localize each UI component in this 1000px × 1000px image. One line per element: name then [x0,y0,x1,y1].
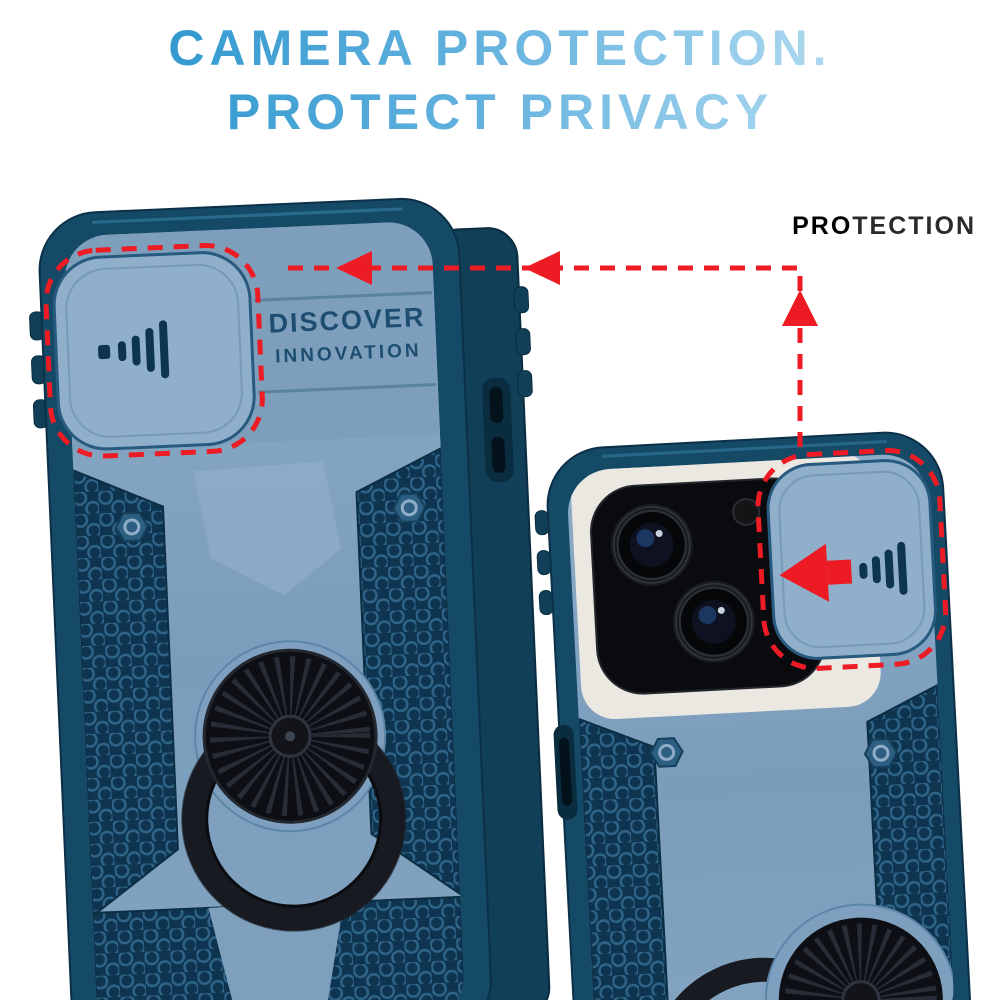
slide-camera-cover [766,459,938,660]
camera-lens-bottom [672,580,755,663]
hub-sunburst [784,923,937,1000]
hex-screw [863,737,899,769]
right-case [534,431,972,1000]
camera-highlight-right [755,448,949,671]
center-emboss [193,461,341,596]
page-title: CAMERA PROTECTION. PROTECT PRIVACY [0,16,1000,144]
plate-groove [257,383,436,394]
top-rim-highlight [92,207,403,224]
bottom-emboss [208,899,345,1000]
title-line-2: PROTECT PRIVACY [0,80,1000,144]
grip-notches-left [534,510,554,616]
honeycomb-panel-left [577,717,672,1000]
slide-camera-cover [52,251,256,451]
protection-label: PROTECTION [792,212,976,241]
camera-button-slot [489,386,504,423]
brand-line-1: DISCOVER [268,302,426,339]
left-case: DISCOVER INNOVATION [29,197,551,1000]
arrow-left-icon [779,543,853,602]
ring [647,957,882,1000]
arrowhead-up-icon [782,290,818,326]
side-button [558,737,573,806]
plate-groove [253,291,432,302]
arrowhead-left-icon [524,251,560,285]
hex-screw [649,737,684,768]
hex-screw [114,511,149,543]
hub-sunburst [210,656,371,817]
protection-label-strong: PRO [792,212,853,240]
camera-lens-top [610,503,693,586]
honeycomb-panel-left [72,468,179,919]
title-line-1: CAMERA PROTECTION. [0,16,1000,80]
camera-flash [732,497,761,526]
red-dashed-connector [288,251,818,452]
phone-camera-module [590,477,826,695]
volume-bars-icon [97,320,170,379]
arrowhead-left-icon [336,251,372,285]
grip-notches-right [513,286,533,398]
volume-bars-icon [859,541,908,595]
camera-highlight-left [43,242,265,459]
top-rim-highlight [601,439,887,458]
protection-label-rest: TECTION [852,212,976,240]
connector-path [288,265,803,452]
camera-button-slot [491,436,506,473]
ring-kickstand [181,640,407,932]
hex-screw [392,492,427,524]
